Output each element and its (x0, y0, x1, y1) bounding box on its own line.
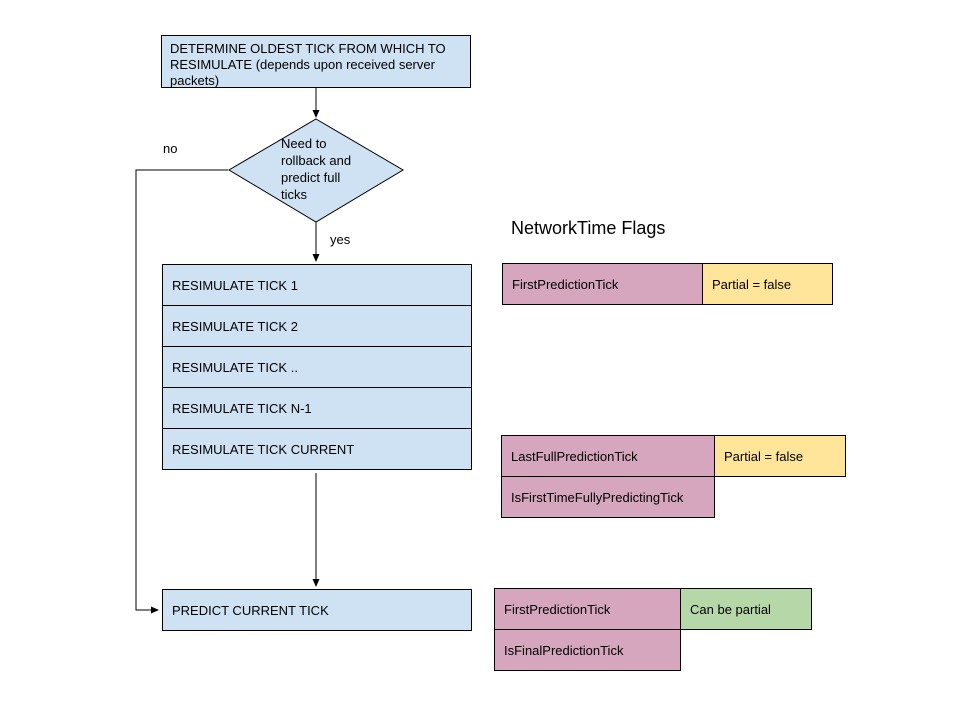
decision-diamond (228, 118, 404, 223)
flag-row: IsFinalPredictionTick (494, 629, 812, 671)
resimulate-step-n-1: RESIMULATE TICK N-1 (162, 387, 472, 429)
no-label: no (163, 141, 178, 156)
resimulate-step-1: RESIMULATE TICK 1 (162, 264, 472, 306)
arrow-no-to-predict (135, 169, 228, 614)
resimulate-step-dots: RESIMULATE TICK .. (162, 346, 472, 388)
resimulate-stack: RESIMULATE TICK 1 RESIMULATE TICK 2 RESI… (162, 264, 472, 470)
flag-cell: FirstPredictionTick (502, 263, 703, 305)
flag-row: FirstPredictionTick Can be partial (494, 588, 812, 630)
resimulate-step-current: RESIMULATE TICK CURRENT (162, 428, 472, 470)
flag-cell: FirstPredictionTick (494, 588, 681, 630)
flag-group-resimulate-current: LastFullPredictionTick Partial = false I… (501, 435, 846, 518)
resimulate-step-2: RESIMULATE TICK 2 (162, 305, 472, 347)
predict-box: PREDICT CURRENT TICK (162, 589, 472, 631)
flag-group-predict-current: FirstPredictionTick Can be partial IsFin… (494, 588, 812, 671)
flags-panel-title: NetworkTime Flags (511, 218, 666, 238)
flag-cell: LastFullPredictionTick (501, 435, 715, 477)
flag-row: LastFullPredictionTick Partial = false (501, 435, 846, 477)
flag-row: FirstPredictionTick Partial = false (502, 263, 833, 305)
yes-label: yes (330, 232, 351, 247)
start-box: DETERMINE OLDEST TICK FROM WHICH TO RESI… (161, 35, 471, 88)
flag-group-resimulate-first: FirstPredictionTick Partial = false (502, 263, 833, 305)
flag-cell: IsFinalPredictionTick (494, 629, 681, 671)
note-cell: Partial = false (702, 263, 833, 305)
decision-label: Need to rollback and predict full ticks (281, 136, 352, 202)
flag-cell: IsFirstTimeFullyPredictingTick (501, 476, 715, 518)
note-cell: Partial = false (714, 435, 846, 477)
note-cell: Can be partial (680, 588, 812, 630)
flag-row: IsFirstTimeFullyPredictingTick (501, 476, 846, 518)
